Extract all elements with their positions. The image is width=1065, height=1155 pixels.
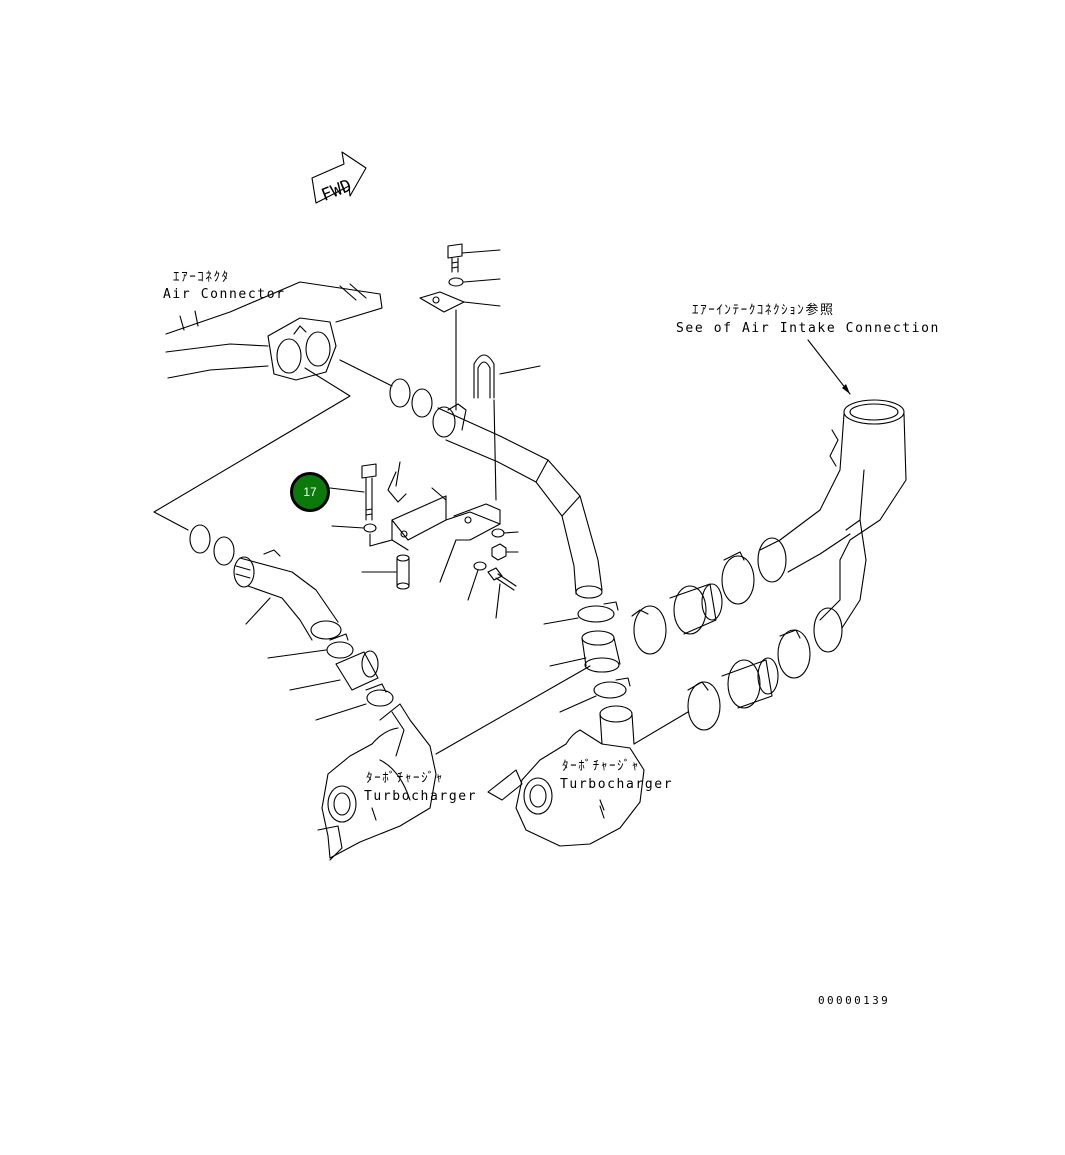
- lower-elbow-pipe: [233, 549, 342, 641]
- clamp-left-1: [267, 633, 354, 659]
- turbocharger-right: [487, 705, 645, 847]
- upper-air-pipe: [432, 403, 603, 599]
- nut-right: [491, 543, 519, 561]
- plate-top: [419, 291, 501, 411]
- hose-right-2: [721, 657, 779, 709]
- bolt-long: [329, 463, 377, 521]
- clamp-left-2: [315, 683, 394, 721]
- intake-arrow: [807, 339, 851, 395]
- turbocharger-left-label-jp: ﾀｰﾎﾞﾁｬｰｼﾞｬ: [366, 771, 444, 786]
- spacer: [361, 554, 410, 590]
- clamp-right-1: [631, 605, 667, 655]
- connector-leader: [153, 367, 351, 531]
- clamp-mid-1: [543, 601, 619, 625]
- clamp-right-2: [721, 551, 755, 605]
- turbo-leader: [435, 665, 591, 755]
- bolt-small: [487, 567, 517, 619]
- o-ring: [213, 536, 235, 566]
- intake-label-jp: ｴｱｰｲﾝﾃｰｸｺﾈｸｼｮﾝ参照: [692, 303, 835, 318]
- air-connector-label-en: Air Connector: [163, 287, 286, 302]
- fwd-label: FWD: [319, 176, 355, 206]
- document-number: 00000139: [818, 994, 891, 1007]
- clamp-right-4: [777, 629, 811, 679]
- bolt-top: [447, 243, 501, 273]
- hose-right-1: [669, 583, 723, 635]
- washer-mid: [467, 561, 487, 601]
- o-ring: [389, 378, 411, 408]
- hose-mid: [549, 630, 621, 673]
- o-ring: [411, 388, 433, 418]
- bracket-assembly: [387, 461, 501, 551]
- washer-top: [448, 277, 501, 287]
- air-connector-label-jp: ｴｱｰｺﾈｸﾀ: [173, 270, 230, 285]
- turbocharger-left: [317, 703, 437, 861]
- clamp-mid-2: [559, 677, 631, 713]
- intake-label-en: See of Air Intake Connection: [676, 321, 940, 336]
- callout-17-badge[interactable]: 17: [290, 472, 330, 512]
- u-bolt: [473, 354, 541, 501]
- fwd-arrow-icon: FWD: [311, 151, 367, 206]
- air-connector: [165, 281, 383, 381]
- hose-left: [289, 650, 379, 691]
- air-intake-pipe: [757, 399, 907, 653]
- clamp-right-3: [633, 681, 721, 745]
- washer-right: [491, 528, 519, 538]
- turbocharger-right-label-en: Turbocharger: [560, 777, 674, 792]
- washer: [363, 523, 377, 533]
- turbocharger-right-label-jp: ﾀｰﾎﾞﾁｬｰｼﾞｬ: [562, 759, 640, 774]
- o-ring: [189, 524, 211, 554]
- turbocharger-left-label-en: Turbocharger: [364, 789, 478, 804]
